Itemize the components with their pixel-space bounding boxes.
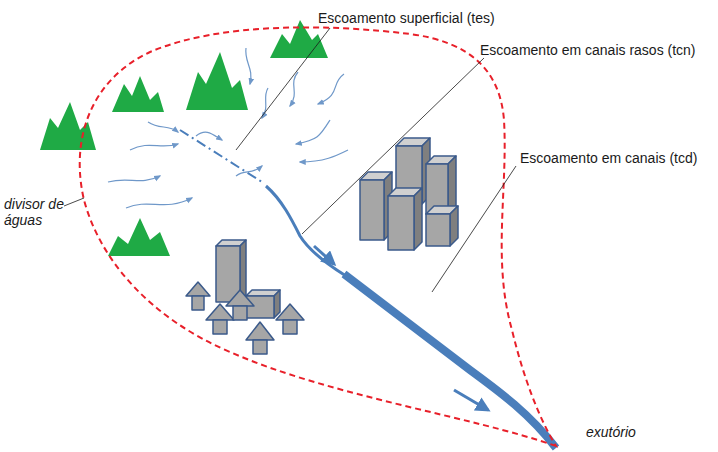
process-label: Escoamento em canais rasos (tcn) [480,42,696,58]
mountain-symbols [40,20,328,256]
region-label: exutório [586,424,636,440]
houses [186,240,304,354]
process-label: Escoamento superficial (tes) [318,10,495,26]
shallow-channel [266,186,346,276]
region-label: divisor de águas [4,196,76,228]
flow-arrow [314,246,334,264]
flow-arrow [454,390,488,410]
leader-lines [64,28,516,292]
process-label: Escoamento em canais (tcd) [520,150,697,166]
buildings [360,138,458,250]
overland-flow-arrows [108,48,348,208]
water-divide [80,27,556,446]
overland-flow-path [180,130,262,182]
main-channel [344,274,556,448]
